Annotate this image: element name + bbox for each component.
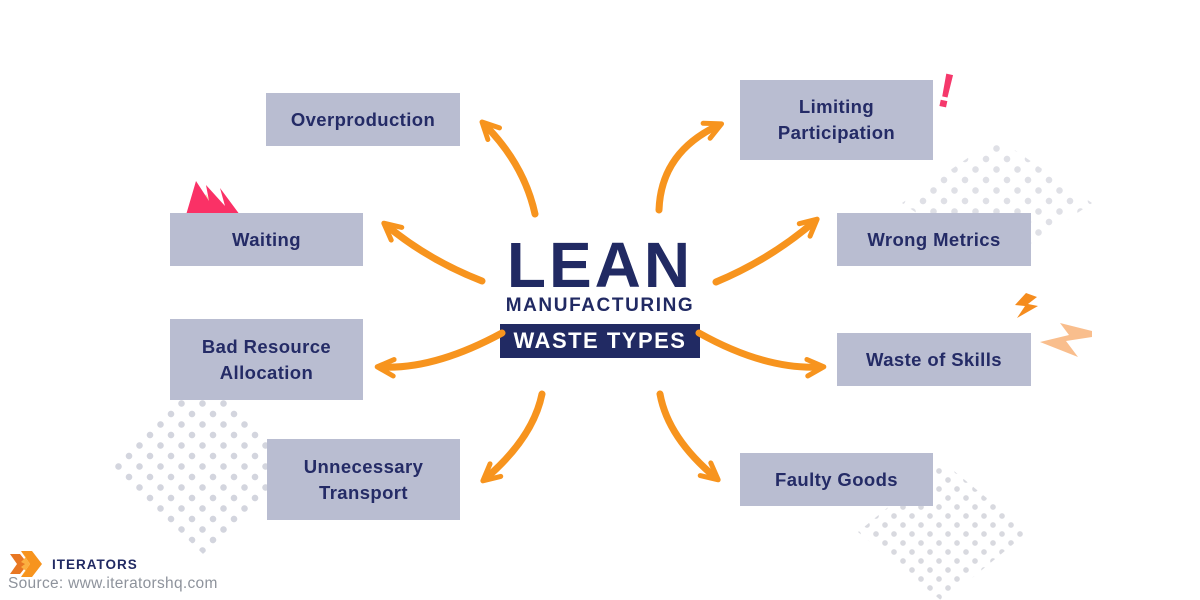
arrow-to-limiting-participation [655, 120, 725, 214]
iterators-logo-icon [10, 551, 42, 577]
title-waste-types-badge: WASTE TYPES [499, 324, 701, 358]
waste-box-waiting: Waiting [170, 213, 363, 266]
waste-label: Waste of Skills [866, 348, 1002, 370]
source-credit: Source: www.iteratorshq.com [8, 575, 218, 592]
waste-box-bad-resource-allocation: Bad Resource Allocation [170, 319, 363, 400]
large-lightning-icon [1040, 323, 1092, 357]
exclamation-icon: ! [932, 63, 960, 120]
waste-label: Limiting Participation [777, 96, 896, 143]
brand-logo-row: ITERATORS [10, 551, 138, 577]
arrow-to-faulty-goods [656, 390, 721, 483]
waste-box-waste-of-skills: Waste of Skills [837, 333, 1031, 386]
title-manufacturing: MANUFACTURING [505, 295, 695, 316]
arrow-to-unnecessary-transport [480, 390, 546, 484]
waste-box-faulty-goods: Faulty Goods [740, 453, 933, 506]
title-lean: LEAN [506, 229, 694, 301]
peach-spark-icon [197, 194, 218, 214]
pink-flame-icon [186, 181, 240, 215]
small-lightning-icon [1015, 293, 1038, 318]
brand-name: ITERATORS [52, 556, 138, 572]
center-title-block: LEAN MANUFACTURING WASTE TYPES [450, 229, 750, 358]
waste-label: Overproduction [290, 108, 436, 130]
waste-label: Waiting [232, 228, 301, 250]
waste-label: Unnecessary Transport [303, 455, 424, 503]
waste-box-limiting-participation: Limiting Participation [740, 80, 933, 160]
waste-label: Wrong Metrics [867, 228, 1001, 250]
waste-box-wrong-metrics: Wrong Metrics [837, 213, 1031, 266]
waste-label: Bad Resource Allocation [201, 335, 332, 383]
arrow-to-overproduction [479, 119, 539, 218]
waste-label: Faulty Goods [775, 468, 898, 490]
waste-box-overproduction: Overproduction [266, 93, 460, 146]
waste-box-unnecessary-transport: Unnecessary Transport [267, 439, 460, 520]
